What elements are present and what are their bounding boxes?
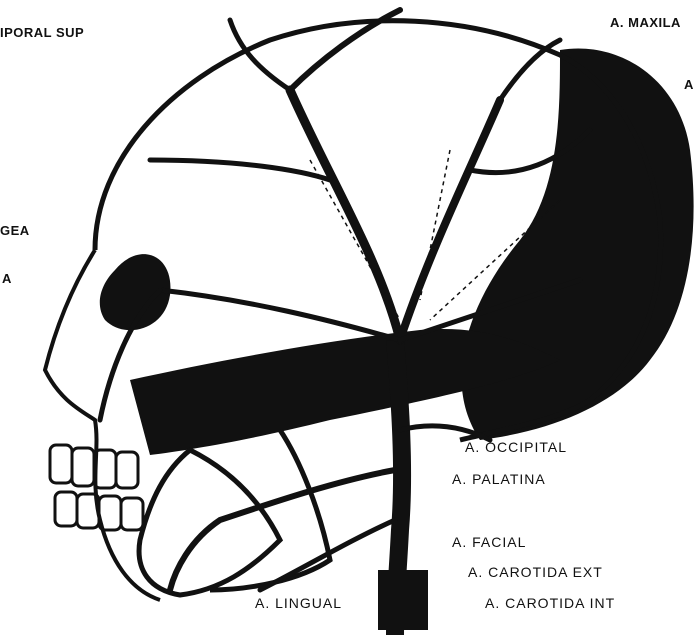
mandible xyxy=(139,450,280,595)
label-occipital: A. OCCIPITAL xyxy=(465,440,567,454)
label-temporal-sup: IPORAL SUP xyxy=(0,26,84,39)
label-left-a: A xyxy=(2,272,12,285)
label-facial: A. FACIAL xyxy=(452,535,526,549)
upper-teeth xyxy=(50,445,138,488)
label-carotida-int: A. CAROTIDA INT xyxy=(485,596,615,610)
label-lingual: A. LINGUAL xyxy=(255,596,342,610)
lower-branches xyxy=(170,426,490,590)
label-right-cut: A xyxy=(684,78,694,91)
label-meningea: GEA xyxy=(0,224,30,237)
label-palatina: A. PALATINA xyxy=(452,472,546,486)
label-carotida-ext: A. CAROTIDA EXT xyxy=(468,565,603,579)
label-maxilar: A. MAXILA xyxy=(610,16,681,29)
carotid-base xyxy=(378,570,428,630)
lower-teeth xyxy=(55,492,143,530)
mandible-ramus xyxy=(210,430,330,590)
